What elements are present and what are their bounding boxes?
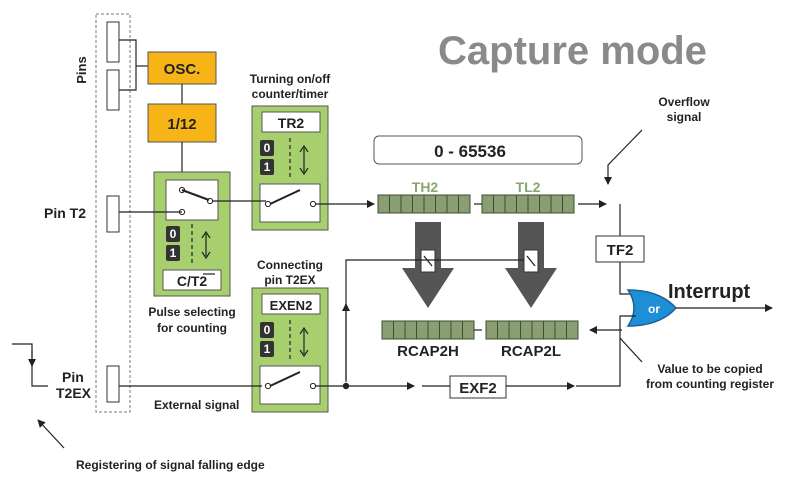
exf2-label: EXF2 <box>459 380 497 397</box>
rcap2l-bit-cell <box>508 320 521 340</box>
rcap2h-bit-cell <box>439 320 452 340</box>
value-caption-line-2: from counting register <box>646 377 774 391</box>
osc-pin-2 <box>106 69 120 111</box>
rcap2h-register <box>381 320 475 340</box>
ct2-bit-1-label: 1 <box>170 246 177 260</box>
rcap2h-bit-cell <box>381 320 394 340</box>
exen-caption-line-1: Connecting <box>257 258 323 272</box>
rcap2l-bit-cell <box>554 320 567 340</box>
interrupt-label: Interrupt <box>668 281 751 303</box>
rcap2l-register <box>485 320 579 340</box>
range-label: 0 - 65536 <box>434 142 506 161</box>
ct2-bit-0-label: 0 <box>170 227 177 241</box>
tr2-bit-0 <box>260 140 274 156</box>
tl2-bit-cell <box>527 194 540 214</box>
divider-block <box>147 103 217 143</box>
th2-bit-cell <box>389 194 402 214</box>
rcap2h-bit-cell <box>462 320 475 340</box>
rcap2h-label: RCAP2H <box>397 343 459 360</box>
tr2-bit-1-label: 1 <box>264 160 271 174</box>
rcap2h-bit-cell <box>404 320 417 340</box>
divider-label: 1/12 <box>167 116 196 133</box>
tl2-bit-cell <box>493 194 506 214</box>
overflow-caption-line-2: signal <box>667 110 702 124</box>
th2-bit-cell <box>458 194 471 214</box>
th2-bit-cell <box>423 194 436 214</box>
junction-dot <box>342 382 350 390</box>
pins-column <box>95 13 131 413</box>
ct2-label: C/T2 <box>177 273 208 289</box>
ct2-bit-0 <box>166 226 180 242</box>
value-caption-line-1: Value to be copied <box>657 362 762 376</box>
rcap2h-bit-cell <box>416 320 429 340</box>
ct2-bit-1 <box>166 245 180 261</box>
th2-bit-cell <box>446 194 459 214</box>
th2-bit-cell <box>435 194 448 214</box>
pulse-caption-line-2: for counting <box>157 321 227 335</box>
rcap2l-bit-cell <box>566 320 579 340</box>
pin-t2ex-line-1: Pin <box>62 369 84 385</box>
rcap2l-bit-cell <box>543 320 556 340</box>
th2-register <box>377 194 471 214</box>
exen2-bit-1-label: 1 <box>264 342 271 356</box>
exen2-bit-1 <box>260 341 274 357</box>
external-signal-label: External signal <box>154 398 239 412</box>
overflow-caption-line-1: Overflow <box>658 95 710 109</box>
pin-t2ex-line-2: T2EX <box>56 385 92 401</box>
rcap2l-bit-cell <box>520 320 533 340</box>
exen2-label: EXEN2 <box>270 298 313 313</box>
falling-edge-caption: Registering of signal falling edge <box>76 458 265 472</box>
th2-label: TH2 <box>412 179 439 195</box>
rcap2h-bit-cell <box>393 320 406 340</box>
tr2-bit-1 <box>260 159 274 175</box>
rcap2h-bit-cell <box>450 320 463 340</box>
t2ex-pin <box>106 365 120 403</box>
exen2-bit-0-label: 0 <box>264 323 271 337</box>
tl2-bit-cell <box>504 194 517 214</box>
rcap2h-bit-cell <box>427 320 440 340</box>
tr2-label: TR2 <box>278 115 305 131</box>
t2-pin <box>106 195 120 233</box>
exf2-flag <box>449 375 507 399</box>
tl2-register <box>481 194 575 214</box>
tf2-label: TF2 <box>607 242 634 259</box>
tr2-caption-line-1: Turning on/off <box>250 72 331 86</box>
pulse-caption-line-1: Pulse selecting <box>148 305 235 319</box>
exen-caption-line-2: pin T2EX <box>264 273 315 287</box>
rcap2l-bit-cell <box>497 320 510 340</box>
tl2-bit-cell <box>562 194 575 214</box>
tl2-label: TL2 <box>516 179 541 195</box>
pin-t2-label: Pin T2 <box>44 205 86 221</box>
or-gate <box>626 289 678 327</box>
pins-label: Pins <box>74 56 89 83</box>
osc-pin-1 <box>106 21 120 63</box>
th2-bit-cell <box>400 194 413 214</box>
tl2-bit-cell <box>550 194 563 214</box>
rcap2l-label: RCAP2L <box>501 343 561 360</box>
tl2-bit-cell <box>481 194 494 214</box>
tr2-caption-line-2: counter/timer <box>252 87 329 101</box>
tl2-bit-cell <box>516 194 529 214</box>
th2-bit-cell <box>377 194 390 214</box>
rcap2l-bit-cell <box>485 320 498 340</box>
tf2-flag <box>595 235 645 263</box>
range-box <box>373 135 583 165</box>
or-label: or <box>648 302 660 316</box>
tl2-bit-cell <box>539 194 552 214</box>
exen2-bit-0 <box>260 322 274 338</box>
tr2-bit-0-label: 0 <box>264 141 271 155</box>
diagram-title: Capture mode <box>438 29 707 73</box>
osc-label: OSC. <box>164 61 201 78</box>
th2-bit-cell <box>412 194 425 214</box>
rcap2l-bit-cell <box>531 320 544 340</box>
